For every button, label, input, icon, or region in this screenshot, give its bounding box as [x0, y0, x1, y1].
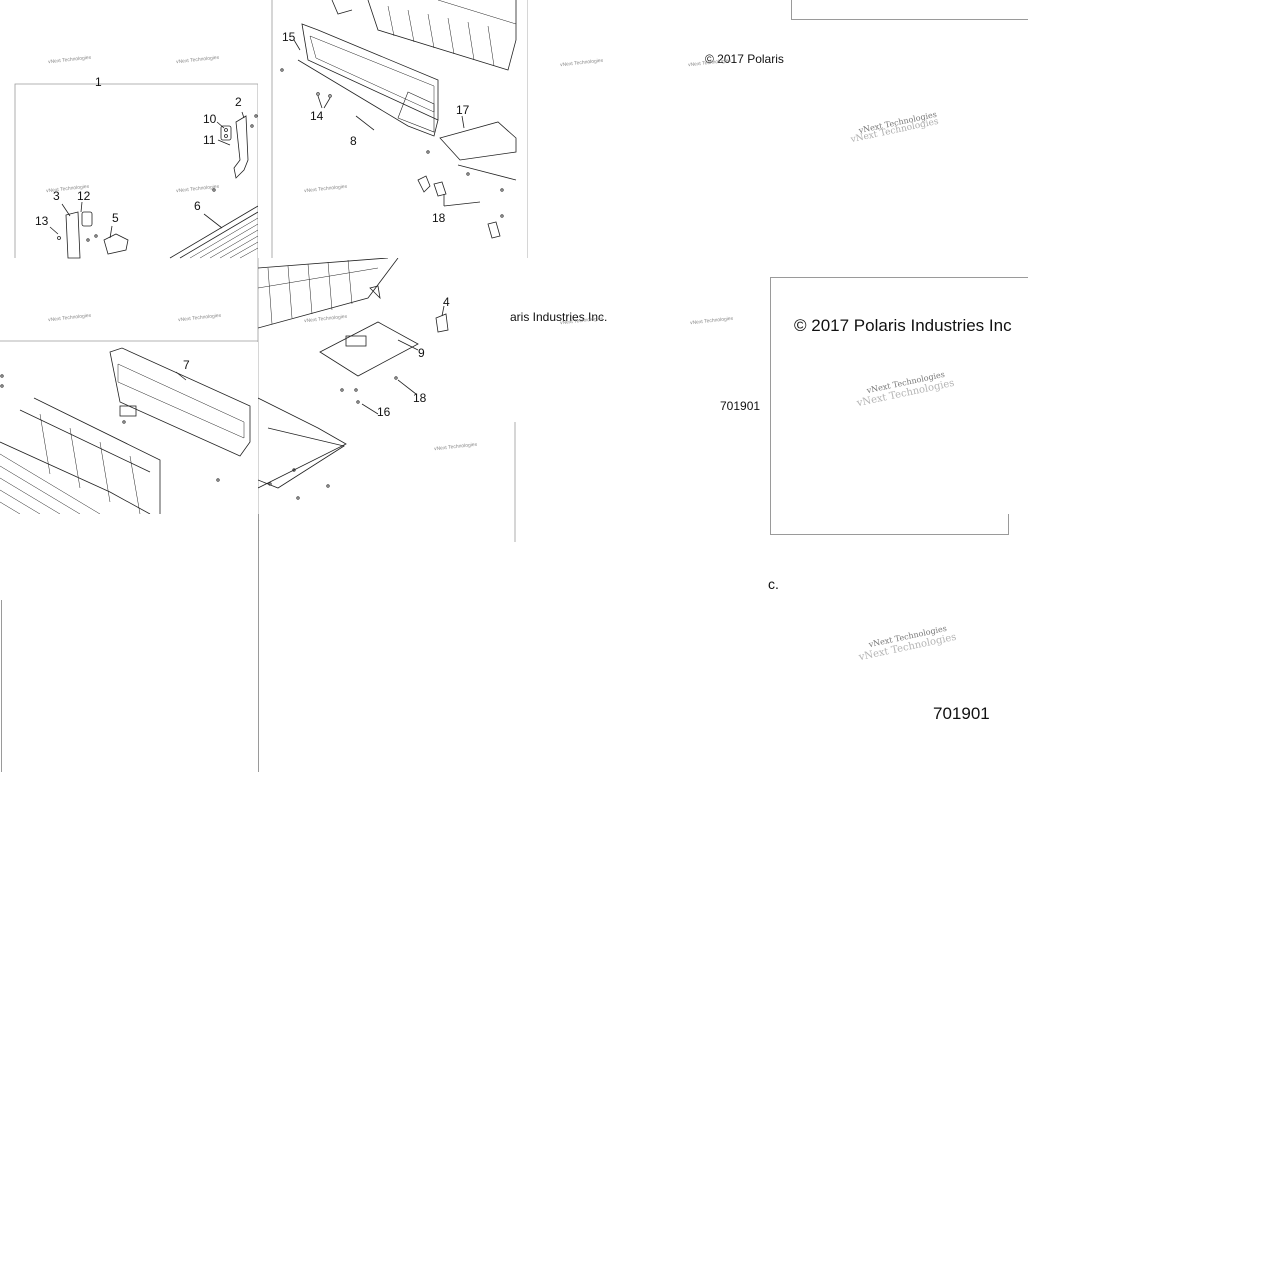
panel-divider [258, 514, 259, 772]
tailgate-linework [271, 0, 528, 258]
panel-divider [770, 277, 1028, 278]
watermark-small: vNext Technologies [559, 57, 604, 69]
right-panel-top: © 2017 Polaris vNext Technologies vNext … [528, 0, 1028, 280]
diagram-tile-tailgate: 15 14 8 17 18 vNext Technologies [258, 0, 528, 258]
callout-2: 2 [235, 95, 242, 109]
panel-divider [791, 0, 792, 20]
callout-14: 14 [310, 109, 324, 123]
copyright-small: © 2017 Polaris [705, 52, 784, 66]
callout-3: 3 [53, 189, 60, 203]
callout-12: 12 [77, 189, 91, 203]
bed-box-linework [0, 347, 251, 514]
copyright-cut: c. [768, 576, 779, 592]
callout-11: 11 [203, 133, 216, 147]
callout-7: 7 [183, 358, 190, 372]
callout-4: 4 [443, 295, 450, 309]
callout-18a: 18 [432, 211, 446, 225]
callout-9: 9 [418, 346, 425, 360]
callout-13: 13 [35, 214, 49, 228]
callout-1: 1 [95, 75, 102, 89]
callout-18b: 18 [413, 391, 427, 405]
diagram-tile-bracket-parts: 1 2 10 11 3 12 13 5 6 vNext Technologies… [0, 0, 258, 342]
callout-10: 10 [203, 112, 217, 126]
callout-15: 15 [282, 30, 296, 44]
liner-linework [258, 258, 516, 542]
callout-16: 16 [377, 405, 391, 419]
callout-6: 6 [194, 199, 201, 213]
callout-8: 8 [350, 134, 357, 148]
diagram-tile-bed-box: 7 [0, 342, 258, 514]
copyright-partial: aris Industries Inc. [510, 310, 608, 324]
panel-divider [770, 277, 771, 535]
panel-divider [791, 19, 1028, 20]
diagram-tile-liner: 4 9 18 16 vNext Technologies vNext Techn… [258, 258, 516, 542]
watermark-small: vNext Technologies [689, 315, 734, 327]
panel-divider [1, 600, 2, 772]
callout-5: 5 [112, 211, 119, 225]
bracket-parts-linework [0, 83, 258, 342]
doc-id-small: 701901 [720, 399, 761, 413]
watermark-small: vNext Technologies [687, 57, 732, 69]
panel-divider [1008, 514, 1009, 535]
callout-17: 17 [456, 103, 470, 117]
doc-id-large: 701901 [933, 704, 990, 723]
copyright-large: © 2017 Polaris Industries Inc [794, 316, 1012, 335]
panel-divider [770, 534, 1009, 535]
